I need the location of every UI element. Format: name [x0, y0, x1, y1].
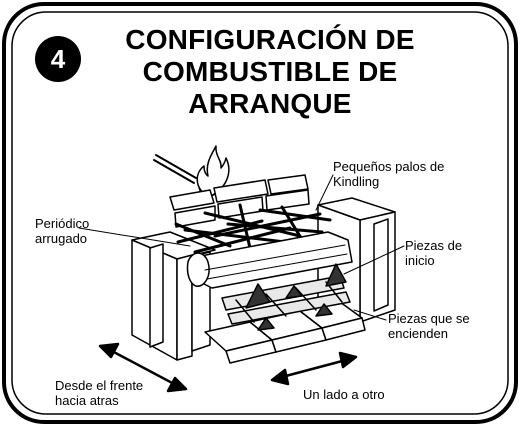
log: [186, 231, 353, 289]
title-line-1: CONFIGURACIÓN DE: [125, 24, 415, 55]
title-line-2: COMBUSTIBLE DE: [142, 56, 398, 87]
step-number-badge: 4: [35, 36, 81, 82]
label-kindling: Pequeños palos de Kindling: [333, 159, 445, 189]
flame-icon: [196, 145, 230, 197]
label-side-side: Un lado a otro: [303, 387, 385, 402]
label-starter-pieces: Piezas de inicio: [405, 238, 463, 268]
page-title: CONFIGURACIÓN DE COMBUSTIBLE DE ARRANQUE: [105, 24, 435, 120]
title-line-3: ARRANQUE: [188, 88, 352, 119]
back-wall: [169, 174, 310, 228]
arrow-side-side: [270, 351, 358, 386]
arrow-front-back: [98, 342, 188, 393]
grate: [221, 263, 351, 331]
label-ignite-pieces: Piezas que se encienden: [388, 311, 470, 341]
label-newspaper: Periódico arrugado: [35, 216, 90, 246]
leader-lines: [78, 174, 405, 321]
label-front-back: Desde el frente hacia atras: [55, 378, 144, 408]
kindling-sticks: [174, 203, 332, 254]
